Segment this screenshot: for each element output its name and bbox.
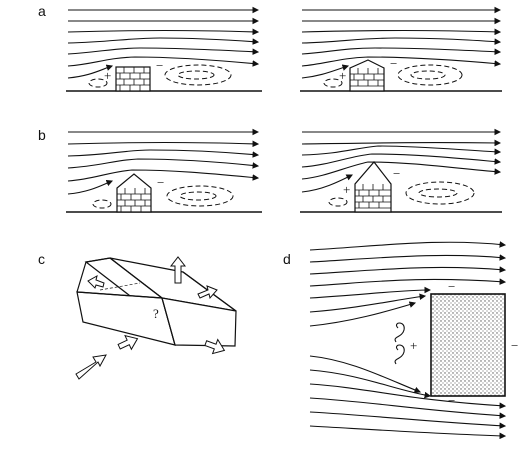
panel-d-plus: + xyxy=(410,338,417,353)
panel-d-plan-view: d + − − − xyxy=(283,241,518,440)
brick-building-sloped xyxy=(349,59,385,92)
panel-a-plus: + xyxy=(104,68,111,83)
panel-a-sloped-roof: + − xyxy=(300,6,502,92)
arrow-left-roof xyxy=(87,275,105,289)
panel-d-minus-top: − xyxy=(448,279,455,294)
brick-building-flat xyxy=(115,66,151,92)
panel-a-flat-roof: a + − xyxy=(38,3,262,92)
panel-c-house-pressure: c ? xyxy=(38,251,237,380)
panel-d-label: d xyxy=(283,251,291,267)
arrow-front-wall xyxy=(117,334,139,351)
isometric-house xyxy=(76,257,237,347)
brick-building-gable-b xyxy=(116,173,152,213)
panel-d-minus-bottom: − xyxy=(448,393,455,408)
panel-a2-plus: + xyxy=(339,68,346,83)
wind-arrow-in xyxy=(75,354,107,380)
arrow-up-roof xyxy=(169,256,187,284)
panel-b2-minus: − xyxy=(393,166,400,181)
panel-b2-plus: + xyxy=(343,182,350,197)
panel-b-label: b xyxy=(38,127,46,143)
panel-a-minus: − xyxy=(156,58,163,73)
panel-c-question: ? xyxy=(153,306,159,321)
panel-b-low-gable: b − xyxy=(38,127,262,213)
panel-c-label: c xyxy=(38,251,45,267)
panel-b-minus: − xyxy=(157,175,164,190)
panel-b-steep-gable: + − xyxy=(300,128,502,213)
panel-a2-minus: − xyxy=(390,56,397,71)
panel-a-label: a xyxy=(38,3,46,19)
panel-d-minus: − xyxy=(511,338,518,353)
building-block-dotted xyxy=(430,293,506,397)
arrow-right-roof xyxy=(197,285,218,300)
brick-building-gable-steep xyxy=(354,161,392,213)
arrow-right-wall xyxy=(204,338,226,355)
